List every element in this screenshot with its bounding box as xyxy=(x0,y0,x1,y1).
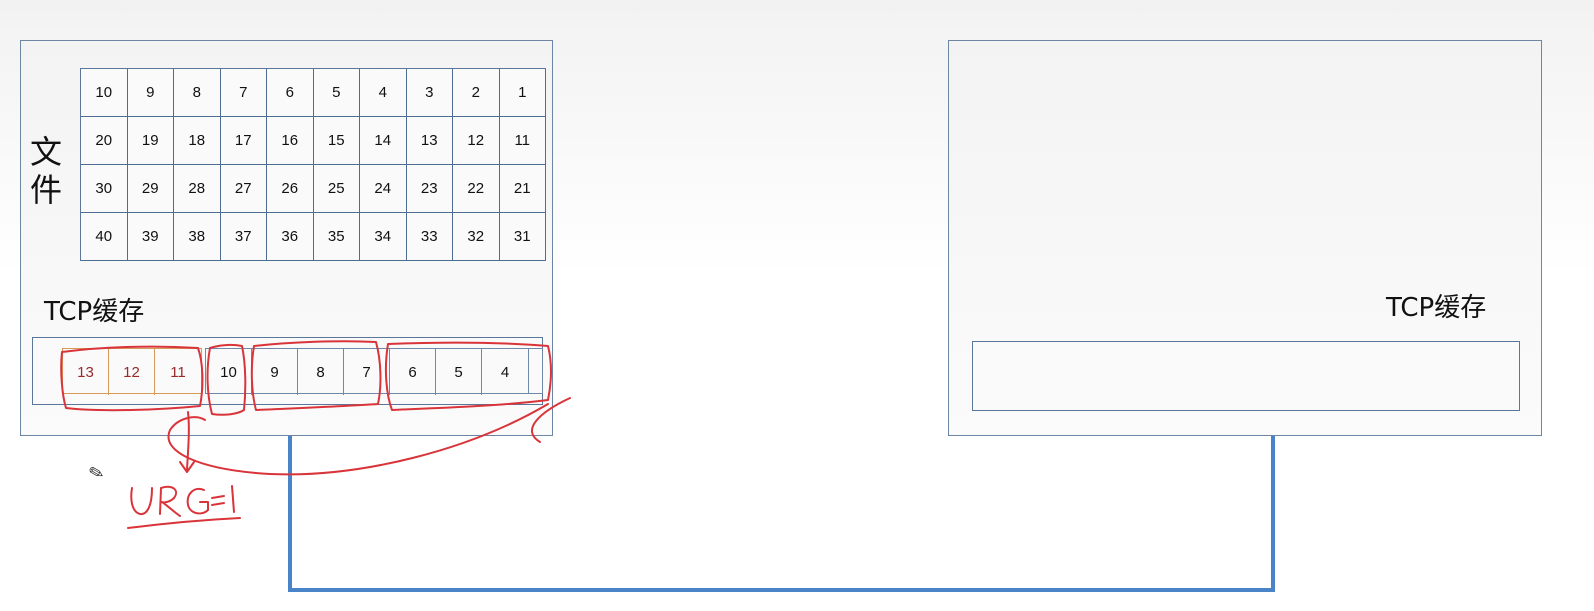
file-block-cell: 39 xyxy=(127,213,174,261)
file-block-cell: 3 xyxy=(406,69,453,117)
file-block-cell: 21 xyxy=(499,165,546,213)
receiver-host: TCP缓存 xyxy=(948,40,1542,436)
file-block-cell: 35 xyxy=(313,213,360,261)
file-block-cell: 11 xyxy=(499,117,546,165)
file-block-cell: 26 xyxy=(267,165,314,213)
buffer-empty-slot xyxy=(527,348,543,394)
file-block-cell: 29 xyxy=(127,165,174,213)
file-block-cell: 34 xyxy=(360,213,407,261)
file-block-cell: 32 xyxy=(453,213,500,261)
buffer-block-cell: 6 xyxy=(390,349,436,395)
file-block-cell: 1 xyxy=(499,69,546,117)
file-block-cell: 17 xyxy=(220,117,267,165)
urg-letter-g xyxy=(186,488,209,515)
buffer-block-cell: 11 xyxy=(170,363,186,381)
buffer-block-cell: 4 xyxy=(500,363,510,381)
sender-tcp-buffer-label: TCP缓存 xyxy=(44,297,145,327)
file-block-cell: 38 xyxy=(174,213,221,261)
file-block-cell: 2 xyxy=(453,69,500,117)
file-block-cell: 33 xyxy=(406,213,453,261)
receiver-tcp-buffer xyxy=(972,341,1520,411)
receiver-tcp-buffer-label: TCP缓存 xyxy=(1386,293,1487,323)
urg-letter-u xyxy=(130,487,153,516)
urg-digit-1 xyxy=(231,485,235,513)
buffer-block-cell: 9 xyxy=(252,349,298,395)
file-block-cell: 28 xyxy=(174,165,221,213)
pencil-cursor-icon: ✎ xyxy=(86,461,107,485)
buffer-block-cell: 12 xyxy=(109,349,155,395)
urg-underline xyxy=(127,517,241,529)
file-block-cell: 4 xyxy=(360,69,407,117)
file-block-cell: 8 xyxy=(174,69,221,117)
file-block-cell: 16 xyxy=(267,117,314,165)
file-block-cell: 22 xyxy=(453,165,500,213)
file-block-cell: 7 xyxy=(220,69,267,117)
file-block-cell: 31 xyxy=(499,213,546,261)
file-block-cell: 6 xyxy=(267,69,314,117)
buffer-block-cell: 10 xyxy=(206,349,252,395)
file-block-cell: 30 xyxy=(81,165,128,213)
file-label: 文件 xyxy=(29,133,62,209)
file-block-cell: 40 xyxy=(81,213,128,261)
file-block-cell: 23 xyxy=(406,165,453,213)
file-block-cell: 13 xyxy=(406,117,453,165)
buffer-block-cell: 13 xyxy=(63,349,109,395)
file-block-cell: 27 xyxy=(220,165,267,213)
file-block-cell: 10 xyxy=(81,69,128,117)
file-block-cell: 15 xyxy=(313,117,360,165)
file-block-cell: 12 xyxy=(453,117,500,165)
buffer-block-cell: 8 xyxy=(298,349,344,395)
file-block-cell: 37 xyxy=(220,213,267,261)
urg-letter-r xyxy=(159,485,181,517)
file-block-cell: 19 xyxy=(127,117,174,165)
file-block-cell: 24 xyxy=(360,165,407,213)
buffer-block-cell: 5 xyxy=(436,349,482,395)
file-block-cell: 18 xyxy=(174,117,221,165)
file-block-cell: 9 xyxy=(127,69,174,117)
urg-equals xyxy=(211,495,225,506)
file-block-cell: 36 xyxy=(267,213,314,261)
file-block-cell: 5 xyxy=(313,69,360,117)
file-block-cell: 25 xyxy=(313,165,360,213)
file-block-cell: 20 xyxy=(81,117,128,165)
file-block-cell: 14 xyxy=(360,117,407,165)
buffer-block-cell: 7 xyxy=(344,349,390,395)
